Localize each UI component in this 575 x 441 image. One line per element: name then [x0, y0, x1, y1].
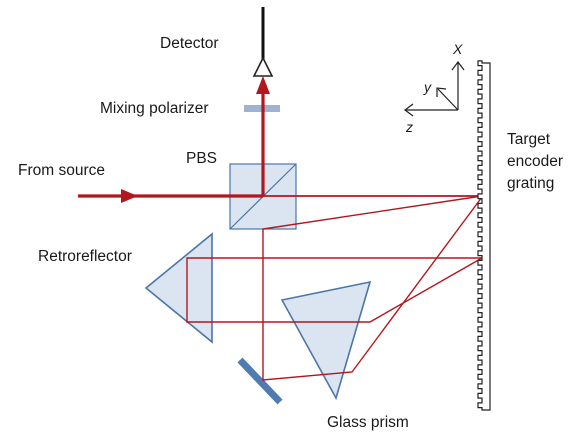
beam-retro-loop [186, 257, 483, 323]
retroreflector [144, 232, 213, 344]
pbs-label: PBS [186, 150, 217, 167]
output-arrow [256, 76, 270, 94]
axis-x-label: X [452, 41, 463, 57]
mixing-polarizer-label: Mixing polarizer [100, 100, 209, 117]
source-arrow [121, 189, 138, 203]
detector-label: Detector [160, 35, 219, 52]
axis-x-arrowhead [451, 61, 465, 71]
axes-icon [404, 61, 465, 117]
axis-y-label: y [423, 79, 432, 95]
encoder-grating [477, 60, 491, 411]
axis-y-line [437, 88, 459, 111]
axis-z-arrowhead [404, 103, 414, 117]
axis-y-arrowhead [436, 87, 447, 97]
beam-paths [186, 195, 483, 381]
axis-z-label: z [405, 119, 413, 135]
glass-prism-label: Glass prism [327, 414, 409, 431]
target-label-line3: grating [507, 175, 554, 192]
glass-prism [280, 280, 372, 401]
beam-lower-to-grating [262, 195, 483, 381]
mirror [237, 357, 283, 405]
from-source-label: From source [18, 162, 105, 179]
target-label-line2: encoder [507, 153, 563, 170]
target-label-line1: Target [507, 131, 551, 148]
detector-icon [252, 56, 274, 77]
retroreflector-label: Retroreflector [38, 248, 132, 265]
